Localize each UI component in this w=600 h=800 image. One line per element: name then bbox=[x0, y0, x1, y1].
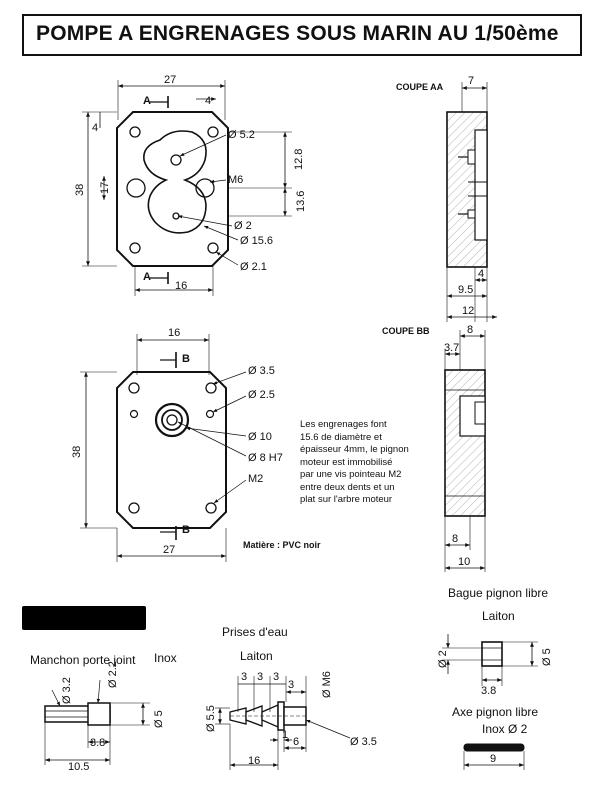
manchon-title: Manchon porte joint bbox=[30, 653, 136, 667]
prises-dim-4: 3 bbox=[288, 679, 294, 691]
coupe-aa-section bbox=[446, 82, 497, 322]
callout-diam-2: Ø 2 bbox=[234, 220, 252, 232]
callout-diam-52: Ø 5.2 bbox=[228, 129, 255, 141]
bague-labels: Bague pignon libre Laiton Ø 2 Ø 5 3.8 bbox=[437, 586, 553, 697]
coupe-aa-dim-mid: 9.5 bbox=[458, 284, 473, 296]
note-line: par une vis pointeau M2 bbox=[300, 469, 402, 480]
dim-middle-width: 27 bbox=[163, 544, 175, 556]
title-box: POMPE A ENGRENAGES SOUS MARIN AU 1/50ème bbox=[22, 14, 582, 56]
bague-material: Laiton bbox=[482, 609, 515, 623]
dim-section-offset: 4 bbox=[205, 95, 211, 107]
prises-dim-2: 3 bbox=[257, 671, 263, 683]
bague-dim-2: Ø 2 bbox=[437, 650, 449, 668]
material-label: Matière : PVC noir bbox=[243, 540, 321, 550]
dim-corner: 4 bbox=[92, 122, 98, 134]
coupe-bb-dim-inner: 8 bbox=[452, 533, 458, 545]
middle-view-labels: 16 B 38 B 27 Ø 3.5 Ø 2.5 Ø 10 Ø 8 H7 M2 … bbox=[71, 327, 321, 556]
manchon-dim-5: Ø 5 bbox=[153, 710, 165, 728]
bague-dim-5: Ø 5 bbox=[541, 648, 553, 666]
dim-top-height: 38 bbox=[74, 184, 86, 196]
coupe-bb-labels: COUPE BB 8 3.7 8 10 bbox=[382, 324, 473, 568]
callout-m6: M6 bbox=[228, 174, 243, 186]
manchon-labels: Manchon porte joint Inox Ø 3.2 Ø 2.2 Ø 5… bbox=[30, 651, 177, 773]
prises-dim-35: Ø 3.5 bbox=[350, 736, 377, 748]
section-mark-b-bottom: B bbox=[182, 524, 190, 536]
dim-top-width: 27 bbox=[164, 74, 176, 86]
prises-dim-1: 3 bbox=[241, 671, 247, 683]
note-line: entre deux dents et un bbox=[300, 481, 395, 493]
gear-cavity bbox=[143, 130, 207, 234]
callout-m2: M2 bbox=[248, 473, 263, 485]
middle-view bbox=[80, 334, 247, 562]
bague-part bbox=[442, 634, 538, 686]
dim-bottom-width: 16 bbox=[175, 280, 187, 292]
prises-material: Laiton bbox=[240, 649, 273, 663]
coupe-aa-labels: COUPE AA 7 4 9.5 12 bbox=[396, 75, 484, 317]
dim-side-gap: 17 bbox=[99, 182, 111, 194]
plate-outline-middle bbox=[116, 371, 227, 529]
top-view bbox=[82, 80, 292, 296]
dim-lower: 13.6 bbox=[295, 191, 307, 212]
coupe-bb-section bbox=[444, 330, 486, 572]
callout-diam-8h7: Ø 8 H7 bbox=[248, 452, 283, 464]
coupe-aa-dim-total: 12 bbox=[462, 305, 474, 317]
section-mark-b-top: B bbox=[182, 353, 190, 365]
note-line: épaisseur 4mm, le pignon bbox=[300, 444, 409, 455]
coupe-bb-title: COUPE BB bbox=[382, 326, 430, 336]
coupe-aa-dim-inner: 4 bbox=[478, 268, 484, 280]
axe-title: Axe pignon libre bbox=[452, 705, 538, 719]
section-mark-a-bottom: A bbox=[143, 271, 151, 283]
top-view-labels: 27 A 4 4 38 17 12.8 13.6 Ø 5.2 M6 Ø 2 Ø … bbox=[74, 74, 307, 292]
section-mark-a-top: A bbox=[143, 95, 151, 107]
note-line: plat sur l'arbre moteur bbox=[300, 494, 393, 505]
note-line: Les engrenages font bbox=[300, 419, 387, 430]
coupe-bb-dim-step: 3.7 bbox=[444, 342, 459, 354]
bague-title: Bague pignon libre bbox=[448, 586, 548, 600]
prises-dim-m6: Ø M6 bbox=[321, 671, 333, 698]
manchon-dim-105: 10.5 bbox=[68, 761, 89, 773]
prises-dim-16: 16 bbox=[248, 755, 260, 767]
callout-diam-25: Ø 2.5 bbox=[248, 389, 275, 401]
callout-diam-35: Ø 3.5 bbox=[248, 365, 275, 377]
callout-diam-156: Ø 15.6 bbox=[240, 235, 273, 247]
prises-labels: Prises d'eau Laiton 3 3 3 3 Ø M6 Ø 5.5 1… bbox=[205, 625, 377, 767]
prises-part bbox=[215, 676, 351, 770]
dim-middle-top: 16 bbox=[168, 327, 180, 339]
coupe-bb-dim-top: 8 bbox=[467, 324, 473, 336]
prises-dim-collar: 1 bbox=[282, 729, 288, 741]
manchon-material: Inox bbox=[154, 651, 177, 665]
prises-title: Prises d'eau bbox=[222, 625, 288, 639]
dim-upper: 12.8 bbox=[293, 149, 305, 170]
note-line: 15.6 de diamètre et bbox=[300, 431, 382, 443]
dim-middle-height: 38 bbox=[71, 446, 83, 458]
prises-dim-55: Ø 5.5 bbox=[205, 705, 217, 732]
axe-labels: Axe pignon libre Inox Ø 2 9 bbox=[452, 705, 538, 765]
note-line: moteur est immobilisé bbox=[300, 456, 393, 468]
axe-material: Inox Ø 2 bbox=[482, 722, 528, 736]
manchon-dim-32: Ø 3.2 bbox=[61, 677, 73, 704]
page-title: POMPE A ENGRENAGES SOUS MARIN AU 1/50ème bbox=[36, 22, 559, 45]
redaction-bar bbox=[22, 606, 146, 630]
coupe-aa-dim-top: 7 bbox=[468, 75, 474, 87]
axe-dim-9: 9 bbox=[490, 753, 496, 765]
coupe-bb-dim-total: 10 bbox=[458, 556, 470, 568]
pump-plate-outline bbox=[116, 111, 229, 267]
manchon-dim-22: Ø 2.2 bbox=[107, 661, 119, 688]
manchon-dim-38: 3.8 bbox=[90, 737, 105, 749]
prises-dim-3: 3 bbox=[273, 671, 279, 683]
bague-dim-38: 3.8 bbox=[481, 685, 496, 697]
callout-diam-21: Ø 2.1 bbox=[240, 261, 267, 273]
prises-dim-6: 6 bbox=[293, 736, 299, 748]
gear-note: Les engrenages font 15.6 de diamètre et … bbox=[300, 419, 440, 507]
coupe-aa-title: COUPE AA bbox=[396, 82, 444, 92]
manchon-part bbox=[44, 679, 150, 765]
callout-diam-10: Ø 10 bbox=[248, 431, 272, 443]
axe-part bbox=[463, 743, 525, 770]
